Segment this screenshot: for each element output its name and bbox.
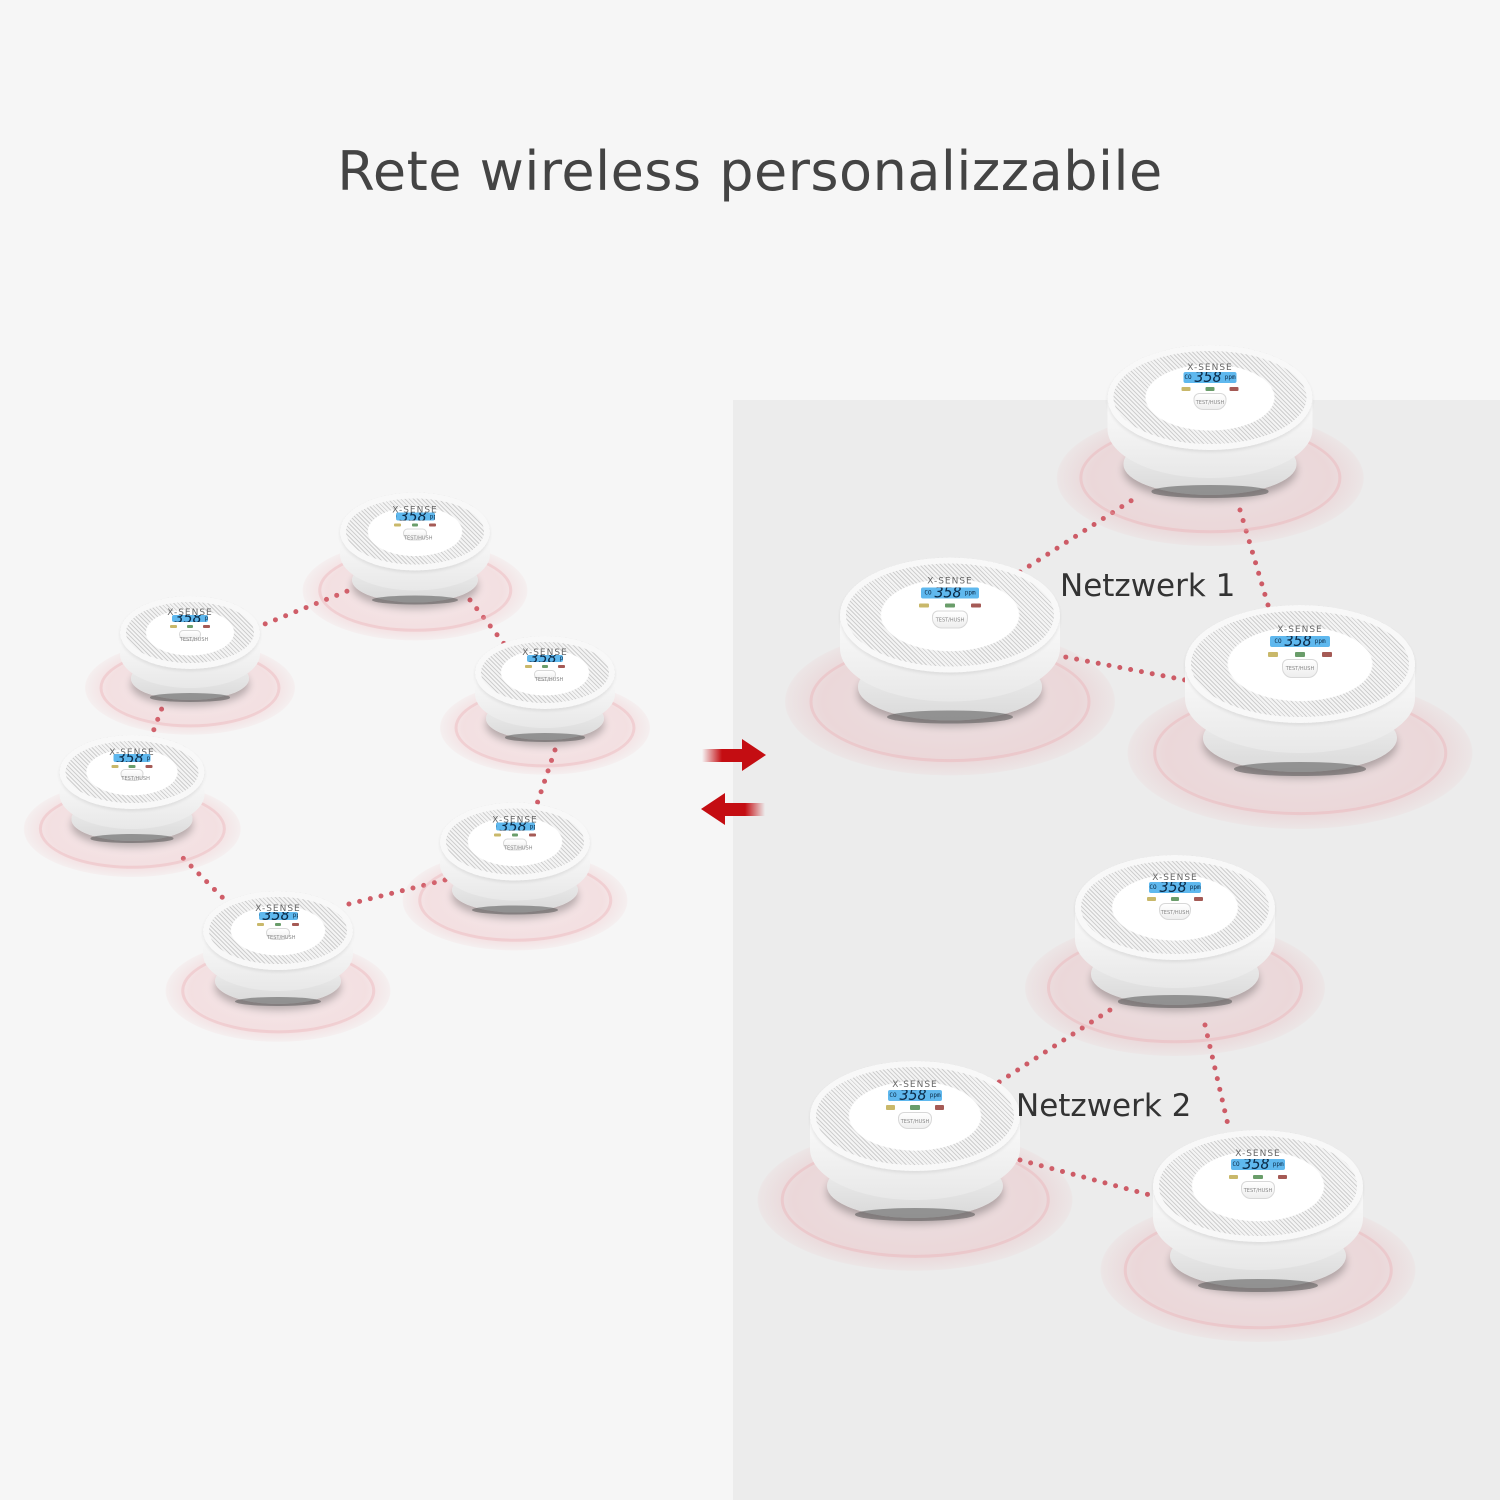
link-line — [1052, 652, 1188, 683]
link-line — [1017, 1157, 1153, 1198]
brand-logo: X-SENSE — [892, 1079, 938, 1090]
page-title: Rete wireless personalizzabile — [337, 140, 1163, 203]
test-hush-button: TEST/HUSH — [120, 769, 150, 782]
brand-logo: X-SENSE — [1152, 872, 1198, 883]
test-hush-button: TEST/HUSH — [898, 1111, 932, 1130]
brand-logo: X-SENSE — [1187, 362, 1233, 373]
status-leds — [111, 764, 153, 768]
test-hush-button: TEST/HUSH — [533, 669, 563, 683]
status-leds — [257, 922, 299, 926]
brand-logo: X-SENSE — [1235, 1148, 1281, 1159]
brand-logo: X-SENSE — [492, 815, 538, 826]
brand-logo: X-SENSE — [1277, 625, 1323, 636]
test-hush-button: TEST/HUSH — [178, 629, 208, 643]
status-leds — [525, 665, 565, 669]
status-leds — [170, 625, 210, 629]
network-1-label: Netzwerk 1 — [1060, 568, 1236, 604]
status-leds — [394, 523, 436, 527]
test-hush-button: TEST/HUSH — [266, 927, 295, 941]
status-leds — [1267, 652, 1333, 657]
link-line — [1202, 1022, 1231, 1128]
arrow-left-icon — [701, 793, 765, 825]
status-leds — [494, 833, 536, 837]
brand-logo: X-SENSE — [392, 505, 438, 516]
status-leds — [1228, 1174, 1288, 1180]
status-leds — [919, 603, 981, 608]
test-hush-button: TEST/HUSH — [503, 838, 532, 851]
status-leds — [885, 1105, 945, 1110]
test-hush-button: TEST/HUSH — [1193, 393, 1227, 411]
link-line — [177, 852, 233, 908]
brand-logo: X-SENSE — [522, 648, 568, 659]
test-hush-button: TEST/HUSH — [1241, 1181, 1275, 1200]
test-hush-button: TEST/HUSH — [1281, 659, 1319, 679]
test-hush-button: TEST/HUSH — [1159, 903, 1191, 921]
arrow-right-icon — [702, 739, 766, 771]
test-hush-button: TEST/HUSH — [403, 528, 432, 541]
brand-logo: X-SENSE — [927, 576, 973, 587]
status-leds — [1181, 387, 1239, 392]
brand-logo: X-SENSE — [255, 904, 301, 915]
test-hush-button: TEST/HUSH — [932, 610, 968, 629]
brand-logo: X-SENSE — [109, 747, 155, 758]
status-leds — [1147, 897, 1203, 902]
network-2-label: Netzwerk 2 — [1016, 1088, 1192, 1124]
link-line — [342, 877, 448, 908]
brand-logo: X-SENSE — [167, 608, 213, 619]
